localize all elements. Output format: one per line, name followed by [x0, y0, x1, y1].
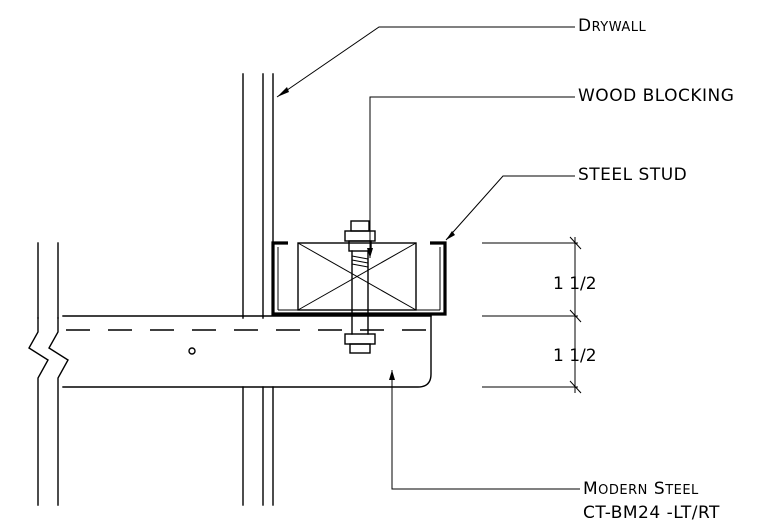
- wood-blocking-leader: [369, 96, 575, 258]
- wood-blocking-arrowhead: [367, 248, 373, 258]
- dim-tick-bottom: [569, 380, 582, 394]
- dimension-lines: [482, 236, 582, 394]
- break-line-b: [48, 317, 69, 506]
- steel-beam: [62, 315, 432, 388]
- drywall-label: DRYWALL: [578, 16, 647, 36]
- bolt-nut-mid: [348, 240, 372, 252]
- steel-stud-outline: [271, 241, 447, 316]
- drywall-arrowhead: [277, 87, 289, 97]
- steel-stud-leader: [445, 175, 575, 241]
- steel-stud-arrowhead: [446, 231, 455, 240]
- member-designation-label: CT-BM24 -LT/RT: [583, 503, 720, 523]
- wood-blocking: [297, 242, 417, 311]
- bolt-thread-1: [351, 255, 369, 260]
- wood-blocking-rect: [297, 242, 417, 311]
- bolt-thread-2: [351, 259, 369, 264]
- wall-section: [242, 73, 274, 506]
- wood-blocking-label: WOOD BLOCKING: [578, 86, 734, 106]
- left-wall-break: [28, 242, 69, 506]
- bolt-head: [349, 343, 371, 354]
- modern-steel-arrowhead: [389, 370, 395, 380]
- break-line-a: [28, 317, 49, 506]
- dim-tick-mid: [569, 309, 582, 323]
- bolt-head-washer: [344, 333, 376, 345]
- drywall-leader: [276, 26, 575, 98]
- modern-steel-leader: [391, 370, 580, 490]
- dim-tick-top: [569, 236, 582, 250]
- leaders: [276, 26, 580, 490]
- beam-hole-symbol: [188, 347, 196, 355]
- beam-bottom-edge: [62, 315, 432, 388]
- steel-stud-label: STEEL STUD: [578, 165, 687, 185]
- steel-stud-channel: [271, 241, 447, 316]
- bolt-thread-3: [351, 263, 369, 268]
- dimension-lower-value: 1 1/2: [553, 346, 597, 366]
- bolt-nut-top: [350, 220, 370, 232]
- bolt-assembly: [344, 220, 376, 354]
- dimension-upper-value: 1 1/2: [553, 274, 597, 294]
- wood-blocking-cross-b: [297, 242, 417, 311]
